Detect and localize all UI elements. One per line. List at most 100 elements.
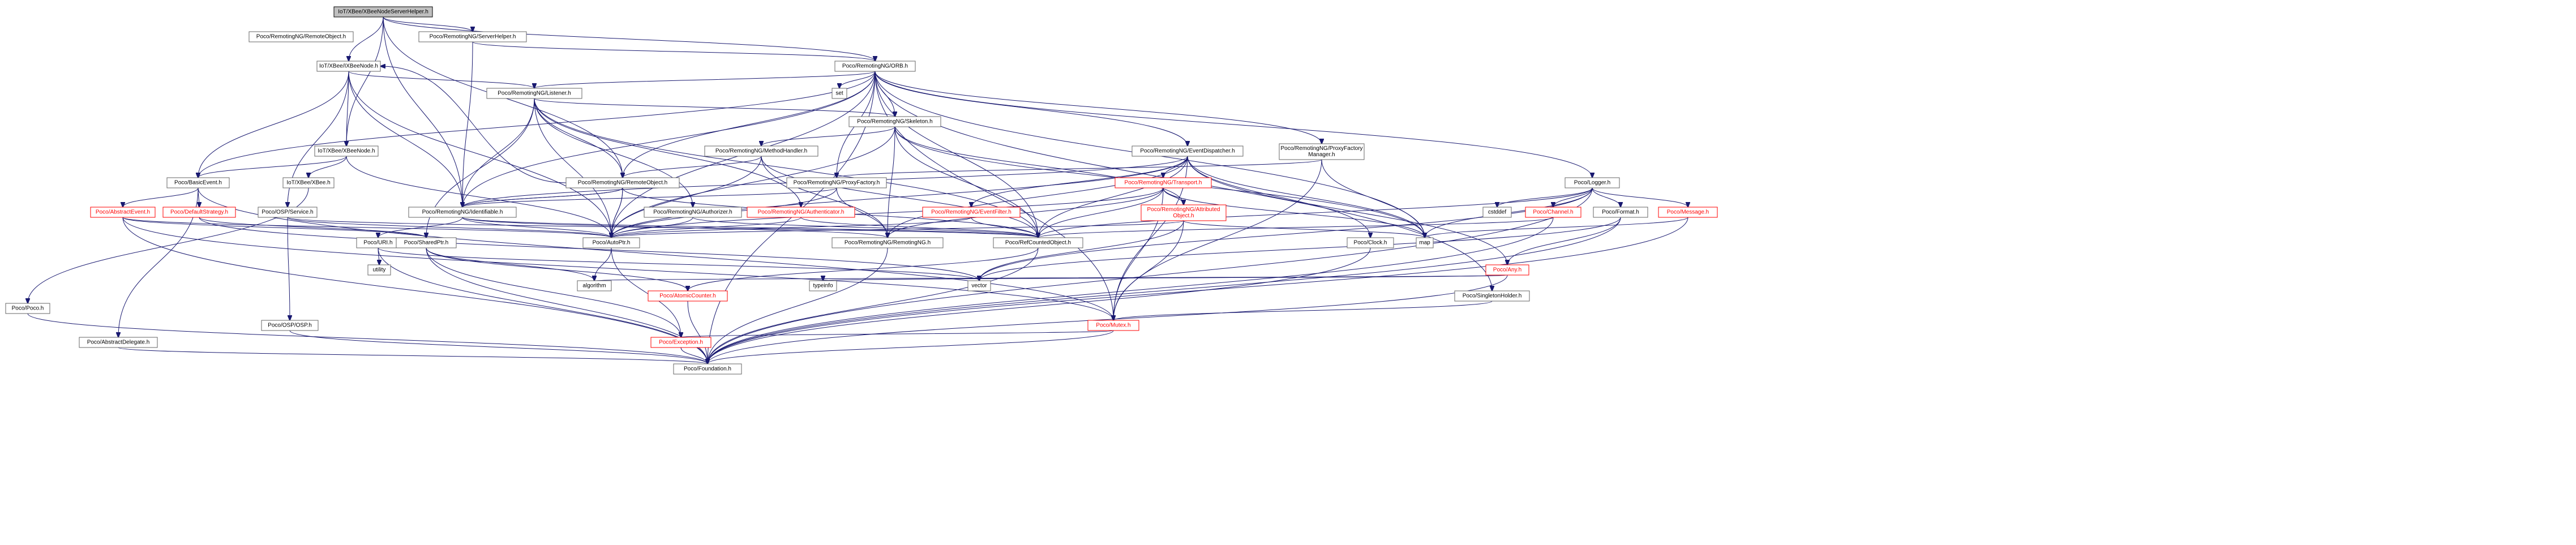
edge-orb-to-event-dispatcher xyxy=(875,71,1188,146)
node-clock[interactable]: Poco/Clock.h xyxy=(1347,237,1394,248)
edge-mutex-to-exception xyxy=(681,330,1114,337)
node-label: vector xyxy=(971,283,987,289)
node-root[interactable]: IoT/XBee/XBeeNodeServerHelper.h xyxy=(333,6,433,18)
node-label: Poco/Channel.h xyxy=(1533,209,1573,216)
node-ref-counted-object[interactable]: Poco/RefCountedObject.h xyxy=(993,237,1083,248)
node-event-filter[interactable]: Poco/RemotingNG/EventFilter.h xyxy=(922,207,1021,218)
node-label: cstddef xyxy=(1488,209,1506,216)
edge-format-to-vector xyxy=(979,217,1621,281)
node-skeleton[interactable]: Poco/RemotingNG/Skeleton.h xyxy=(848,116,941,127)
node-label: Poco/SharedPtr.h xyxy=(404,240,448,246)
edge-default-strategy-to-vector xyxy=(199,217,979,281)
node-label: map xyxy=(1419,240,1430,246)
edge-ixbeenode-to-auto-ptr xyxy=(348,71,611,238)
node-server-helper[interactable]: Poco/RemotingNG/ServerHelper.h xyxy=(418,31,527,42)
edge-proxy-factory-to-identifiable xyxy=(462,187,837,207)
node-label: Poco/Exception.h xyxy=(659,340,703,346)
node-uri[interactable]: Poco/URI.h xyxy=(356,237,400,248)
edge-orb-to-set xyxy=(839,71,876,88)
edge-orb-to-listener xyxy=(534,71,876,88)
node-label: Poco/RemotingNG/RemoteObject.h xyxy=(256,34,346,40)
node-channel[interactable]: Poco/Channel.h xyxy=(1525,207,1581,218)
node-any[interactable]: Poco/Any.h xyxy=(1485,264,1529,276)
edge-ixbeenode-to-basic-event xyxy=(198,71,349,178)
node-mutex[interactable]: Poco/Mutex.h xyxy=(1087,320,1139,331)
node-foundation[interactable]: Poco/Foundation.h xyxy=(673,363,742,375)
node-xbee[interactable]: IoT/XBee/XBee.h xyxy=(282,177,335,188)
node-logger[interactable]: Poco/Logger.h xyxy=(1565,177,1620,188)
node-basic-event[interactable]: Poco/BasicEvent.h xyxy=(166,177,230,188)
node-format[interactable]: Poco/Format.h xyxy=(1593,207,1648,218)
node-poco[interactable]: Poco/Poco.h xyxy=(5,303,50,314)
edge-xbeenode-to-auto-ptr xyxy=(346,156,611,238)
node-message[interactable]: Poco/Message.h xyxy=(1658,207,1718,218)
node-label: Poco/RemotingNG/EventDispatcher.h xyxy=(1140,148,1235,155)
node-shared-ptr[interactable]: Poco/SharedPtr.h xyxy=(396,237,457,248)
node-exception[interactable]: Poco/Exception.h xyxy=(650,337,711,348)
edge-auto-ptr-to-exception xyxy=(611,247,681,337)
edge-exception-to-foundation xyxy=(680,347,708,364)
node-utility: utility xyxy=(367,264,391,276)
node-label: Poco/RemotingNG/Skeleton.h xyxy=(857,119,932,125)
node-abstract-event[interactable]: Poco/AbstractEvent.h xyxy=(90,207,156,218)
node-osp[interactable]: Poco/OSP/OSP.h xyxy=(261,320,319,331)
node-xbeenode[interactable]: IoT/XBee/XBeeNode.h xyxy=(314,145,379,157)
node-remoting-ng[interactable]: Poco/RemotingNG/RemotingNG.h xyxy=(831,237,944,248)
node-abstract-delegate[interactable]: Poco/AbstractDelegate.h xyxy=(79,337,158,348)
node-authorizer[interactable]: Poco/RemotingNG/Authorizer.h xyxy=(644,207,742,218)
node-default-strategy[interactable]: Poco/DefaultStrategy.h xyxy=(162,207,236,218)
node-authenticator[interactable]: Poco/RemotingNG/Authenticator.h xyxy=(747,207,855,218)
edge-basic-event-to-mutex xyxy=(198,187,1113,320)
node-algorithm: algorithm xyxy=(577,280,612,291)
edge-root-to-server-helper xyxy=(383,16,473,32)
graph-nodes: IoT/XBee/XBeeNodeServerHelper.hPoco/Remo… xyxy=(5,6,1718,375)
node-identifiable[interactable]: Poco/RemotingNG/Identifiable.h xyxy=(408,207,517,218)
edge-ref-counted-object-to-foundation xyxy=(708,247,1039,364)
node-set: set xyxy=(831,88,847,99)
node-label: Poco/RemotingNG/ProxyFactory xyxy=(1280,145,1362,152)
edge-orb-to-identifiable xyxy=(462,71,876,207)
node-label: Poco/AbstractDelegate.h xyxy=(87,340,150,346)
edge-identifiable-to-auto-ptr xyxy=(462,217,611,238)
edge-xbee-to-poco xyxy=(28,187,309,303)
node-label: Poco/Foundation.h xyxy=(684,366,731,372)
node-auto-ptr[interactable]: Poco/AutoPtr.h xyxy=(582,237,640,248)
node-transport[interactable]: Poco/RemotingNG/Transport.h xyxy=(1115,177,1212,188)
edge-method-handler-to-auto-ptr xyxy=(611,156,762,238)
node-label: Object.h xyxy=(1173,213,1194,219)
edge-event-dispatcher-to-map xyxy=(1187,156,1425,238)
edge-remote-object-to-ixbeenode xyxy=(380,66,567,183)
node-atomic-counter[interactable]: Poco/AtomicCounter.h xyxy=(648,290,728,302)
node-event-dispatcher[interactable]: Poco/RemotingNG/EventDispatcher.h xyxy=(1131,145,1244,157)
edge-root-to-xbeenode xyxy=(346,16,384,146)
edge-logger-to-format xyxy=(1592,187,1621,207)
edge-logger-to-message xyxy=(1592,187,1688,207)
edge-ref-counted-object-to-atomic-counter xyxy=(688,247,1039,291)
node-osp-service[interactable]: Poco/OSP/Service.h xyxy=(258,207,318,218)
node-listener[interactable]: Poco/RemotingNG/Listener.h xyxy=(486,88,582,99)
edge-orb-to-remote-object xyxy=(623,71,876,178)
edge-authenticator-to-auto-ptr xyxy=(611,217,801,238)
node-label: IoT/XBee/XBeeNodeServerHelper.h xyxy=(338,9,428,15)
node-label: Poco/RemotingNG/ORB.h xyxy=(842,63,908,70)
edge-attributed-object-to-auto-ptr xyxy=(611,220,1184,238)
node-remote-object[interactable]: Poco/RemotingNG/RemoteObject.h xyxy=(565,177,680,188)
node-label: Poco/Poco.h xyxy=(12,306,44,312)
edge-event-dispatcher-to-clock xyxy=(1187,156,1370,238)
node-proxy-factory[interactable]: Poco/RemotingNG/ProxyFactory.h xyxy=(786,177,887,188)
node-cstddef: cstddef xyxy=(1482,207,1512,218)
node-typeinfo: typeinfo xyxy=(809,280,837,291)
node-orb[interactable]: Poco/RemotingNG/ORB.h xyxy=(834,61,916,72)
node-method-handler[interactable]: Poco/RemotingNG/MethodHandler.h xyxy=(704,145,818,157)
edge-osp-service-to-auto-ptr xyxy=(287,217,611,238)
node-singleton-holder[interactable]: Poco/SingletonHolder.h xyxy=(1454,290,1530,302)
node-label: IoT/XBee/XBeeNode.h xyxy=(318,148,375,155)
node-remote-object[interactable]: Poco/RemotingNG/RemoteObject.h xyxy=(248,31,354,42)
node-label: Poco/AbstractEvent.h xyxy=(96,209,150,216)
edge-shared-ptr-to-exception xyxy=(426,247,681,337)
node-label: Poco/OSP/Service.h xyxy=(262,209,313,216)
node-label: Poco/OSP/OSP.h xyxy=(268,323,312,329)
node-ixbeenode[interactable]: IoT/XBee/IXBeeNode.h xyxy=(316,61,381,72)
